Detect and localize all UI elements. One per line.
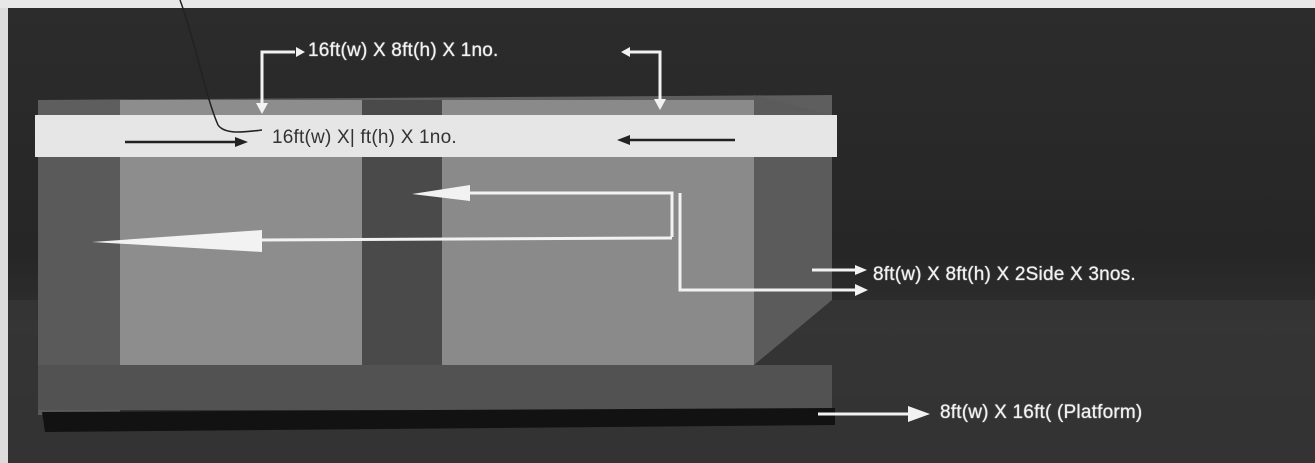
side-arrowhead-upper bbox=[412, 185, 470, 201]
side-arrow-long bbox=[259, 236, 673, 242]
side-arrowhead-lower bbox=[855, 284, 868, 296]
top-right-arrowhead-left bbox=[621, 47, 630, 57]
photo-border-top bbox=[0, 0, 1315, 8]
fascia-arrows bbox=[125, 135, 735, 147]
stall-base bbox=[38, 365, 832, 410]
fascia-board bbox=[35, 115, 837, 157]
top-right-bracket bbox=[630, 50, 662, 103]
top-left-arrowhead-right bbox=[296, 47, 305, 57]
top-right-arrowhead-down bbox=[654, 99, 666, 110]
side-arrowhead-long bbox=[92, 230, 262, 252]
platform-dimension-label: 8ft(w) X 16ft( (Platform) bbox=[940, 402, 1143, 423]
fascia-top-dimension-label: 16ft(w) X 8ft(h) X 1no. bbox=[308, 40, 499, 61]
side-arrow-upper bbox=[470, 191, 674, 237]
side-arrow-connector bbox=[678, 193, 855, 292]
side-panels-dimension-label: 8ft(w) X 8ft(h) X 2Side X 3nos. bbox=[873, 264, 1136, 285]
platform-arrow bbox=[818, 406, 930, 422]
fascia-front-dimension-label: 16ft(w) X| ft(h) X 1no. bbox=[272, 127, 457, 148]
platform-arrowhead bbox=[908, 406, 930, 422]
photo-border-left bbox=[0, 8, 8, 463]
side-panel-arrows bbox=[92, 185, 868, 296]
top-dimension-arrows bbox=[256, 47, 666, 114]
top-left-arrowhead-down bbox=[256, 103, 268, 114]
stall-left-outer bbox=[38, 155, 120, 415]
top-left-bracket bbox=[260, 50, 295, 107]
pointer-line bbox=[179, 0, 263, 133]
side-arrowhead-short bbox=[855, 265, 867, 275]
platform-strip bbox=[42, 408, 835, 432]
stall-right-outer bbox=[754, 95, 832, 365]
